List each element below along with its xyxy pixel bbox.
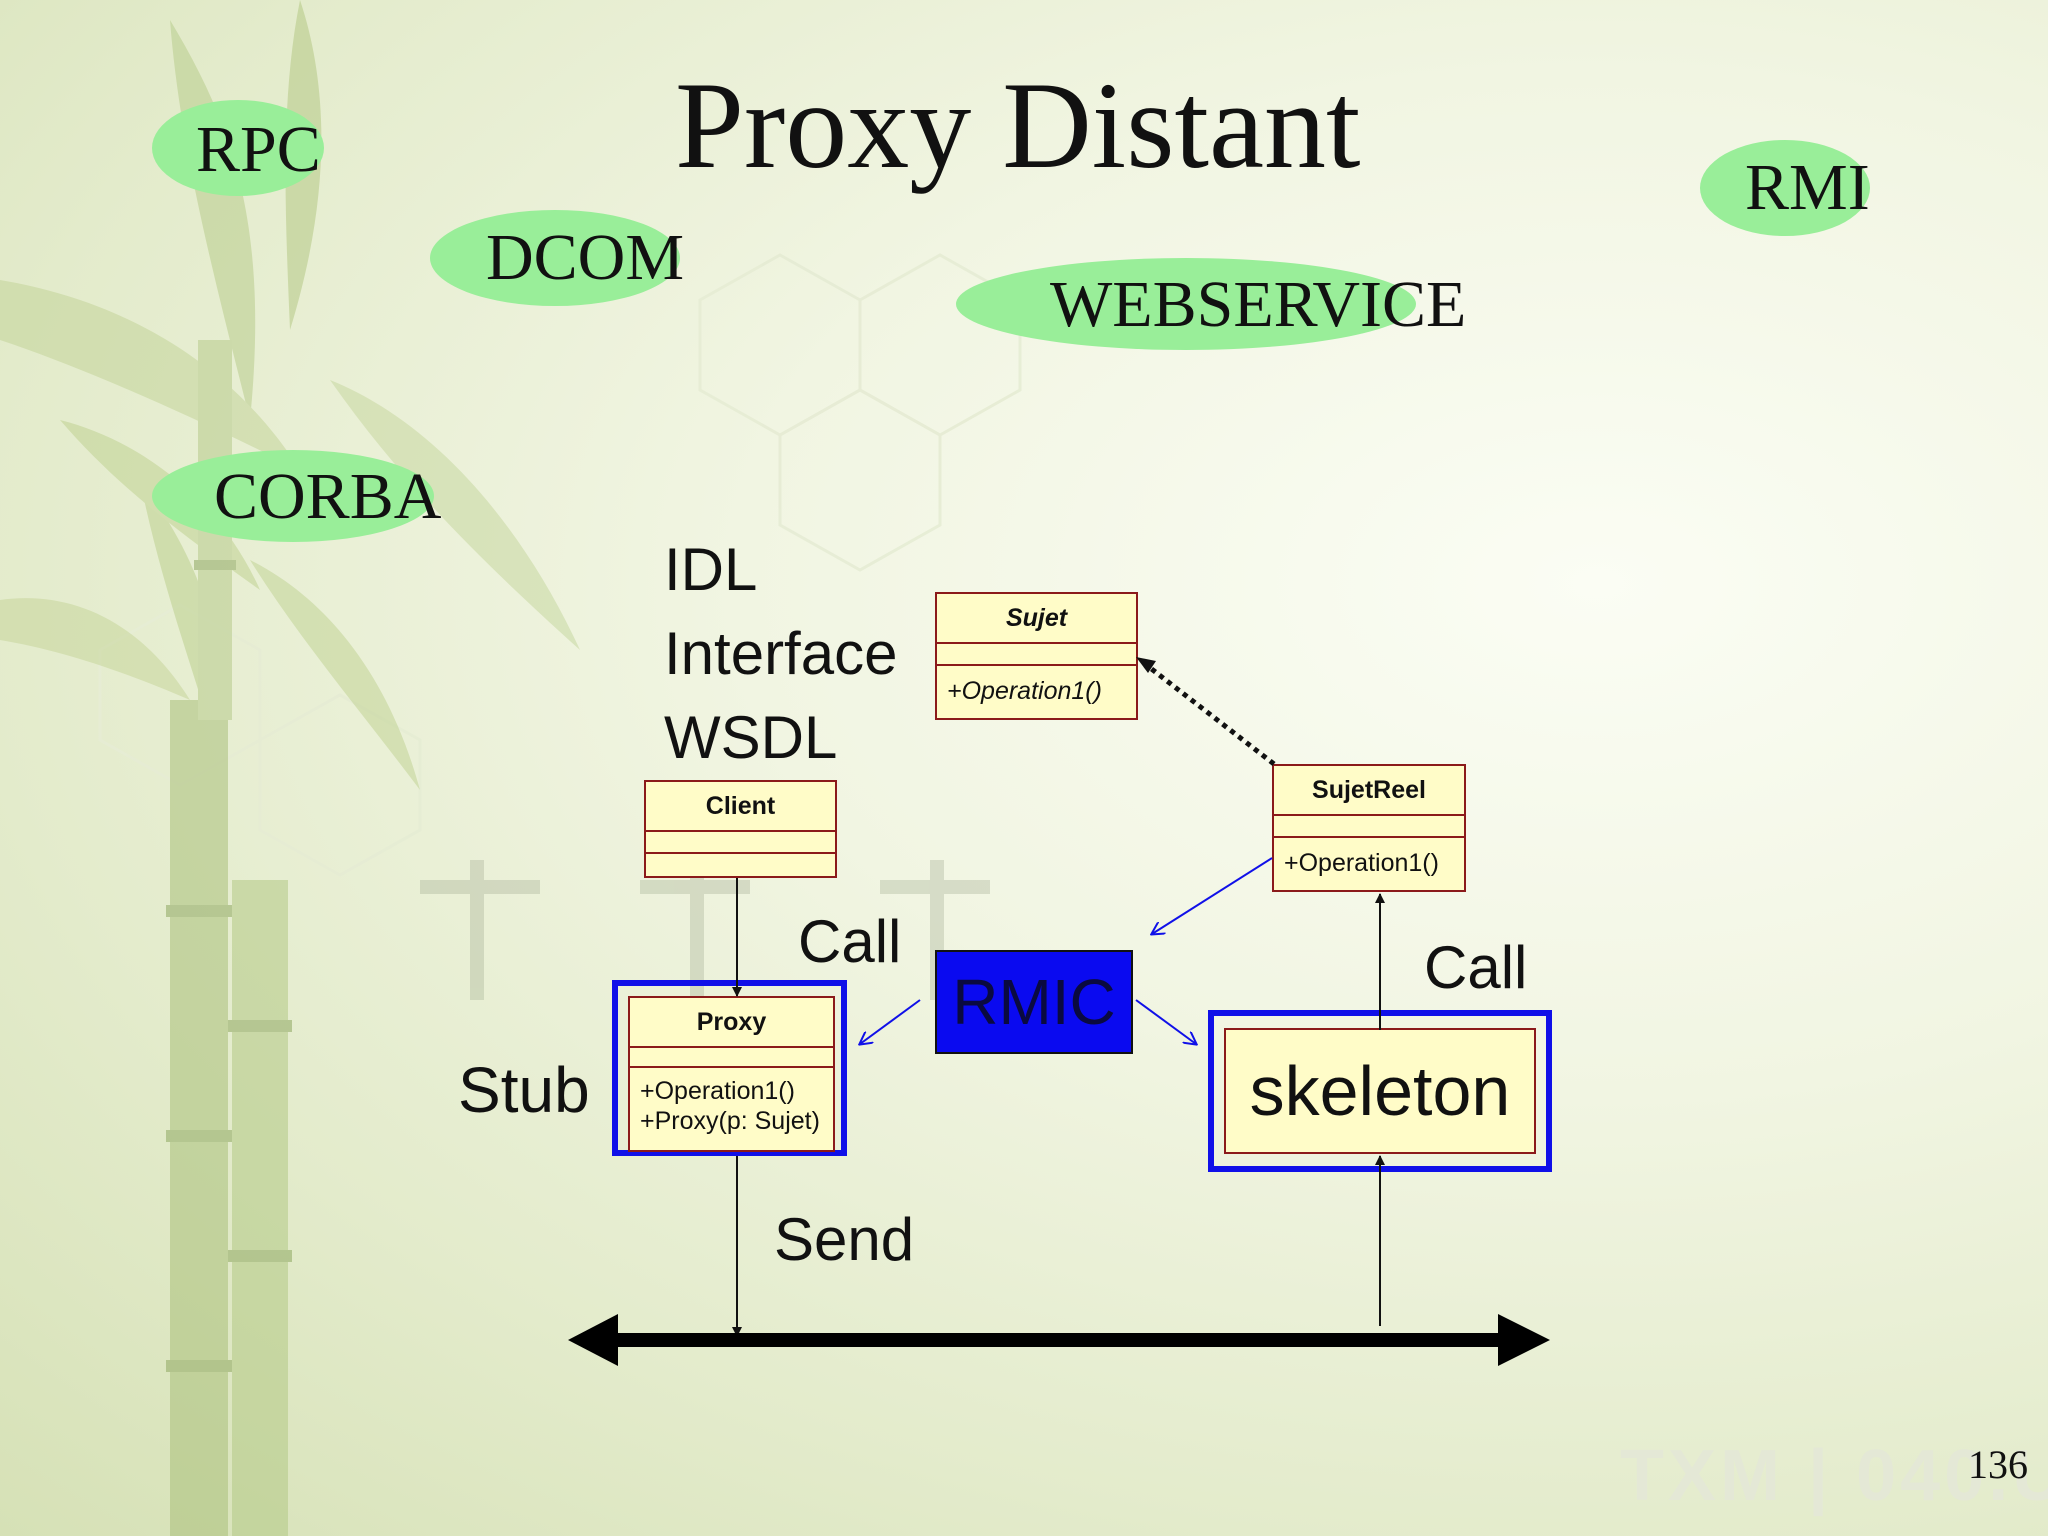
rmic-to-stub-arrow — [860, 999, 921, 1044]
label-stub: Stub — [458, 1054, 590, 1126]
class-proxy-operations: +Operation1() +Proxy(p: Sujet) — [630, 1068, 833, 1136]
class-sujet-name: Sujet — [937, 594, 1136, 644]
realization-line — [1138, 658, 1276, 766]
class-sujet-attributes — [937, 644, 1136, 666]
label-interface: Interface — [664, 620, 898, 687]
label-wsdl: WSDL — [664, 704, 838, 771]
realization-arrowhead — [1136, 657, 1156, 673]
class-sujet-operation: +Operation1() — [947, 677, 1102, 705]
label-call-left: Call — [798, 908, 902, 975]
tech-dcom-label: DCOM — [486, 221, 685, 294]
class-sujet-operations: +Operation1() — [937, 666, 1136, 706]
tech-rmi-label: RMI — [1745, 151, 1870, 224]
tech-webservice-label: WEBSERVICE — [1050, 268, 1467, 341]
skeleton-class: skeleton — [1224, 1028, 1536, 1154]
class-sujetreel: SujetReel +Operation1() — [1272, 764, 1466, 892]
slide-title: Proxy Distant — [675, 57, 1361, 194]
network-bus-left-arrowhead — [568, 1314, 618, 1366]
label-call-right: Call — [1424, 934, 1528, 1001]
oval-rmi — [1700, 140, 1870, 236]
class-sujetreel-operation: +Operation1() — [1284, 849, 1439, 877]
class-proxy-name: Proxy — [630, 998, 833, 1048]
skeleton-label: skeleton — [1249, 1052, 1511, 1130]
oval-corba — [152, 450, 434, 542]
network-bus-right-arrowhead — [1498, 1314, 1550, 1366]
class-proxy-attributes — [630, 1048, 833, 1068]
class-proxy: Proxy +Operation1() +Proxy(p: Sujet) — [628, 996, 835, 1152]
class-sujetreel-attributes — [1274, 816, 1464, 838]
class-client: Client — [644, 780, 837, 878]
stub-box — [612, 980, 847, 1156]
rmic-box: RMIC — [935, 950, 1133, 1054]
rmic-from-sujetreel-arrow — [1152, 857, 1273, 934]
rmic-label: RMIC — [952, 966, 1116, 1038]
watermark-logo: TXM | 040.U — [1620, 1436, 2048, 1516]
class-client-attributes — [646, 832, 835, 854]
page-number: 136 — [1968, 1442, 2028, 1487]
tech-corba-label: CORBA — [214, 460, 442, 533]
oval-dcom — [430, 210, 680, 306]
rmic-to-skeleton-arrow — [1135, 999, 1196, 1044]
class-client-name: Client — [646, 782, 835, 832]
class-proxy-operation-1: +Operation1() — [640, 1077, 795, 1105]
label-send: Send — [774, 1206, 915, 1273]
class-sujetreel-name: SujetReel — [1274, 766, 1464, 816]
class-sujet: Sujet +Operation1() — [935, 592, 1138, 720]
oval-webservice — [956, 258, 1416, 350]
class-proxy-operation-2: +Proxy(p: Sujet) — [640, 1107, 820, 1135]
label-idl: IDL — [664, 536, 758, 603]
tech-rpc-label: RPC — [196, 113, 321, 186]
class-sujetreel-operations: +Operation1() — [1274, 838, 1464, 878]
oval-rpc — [152, 100, 324, 196]
